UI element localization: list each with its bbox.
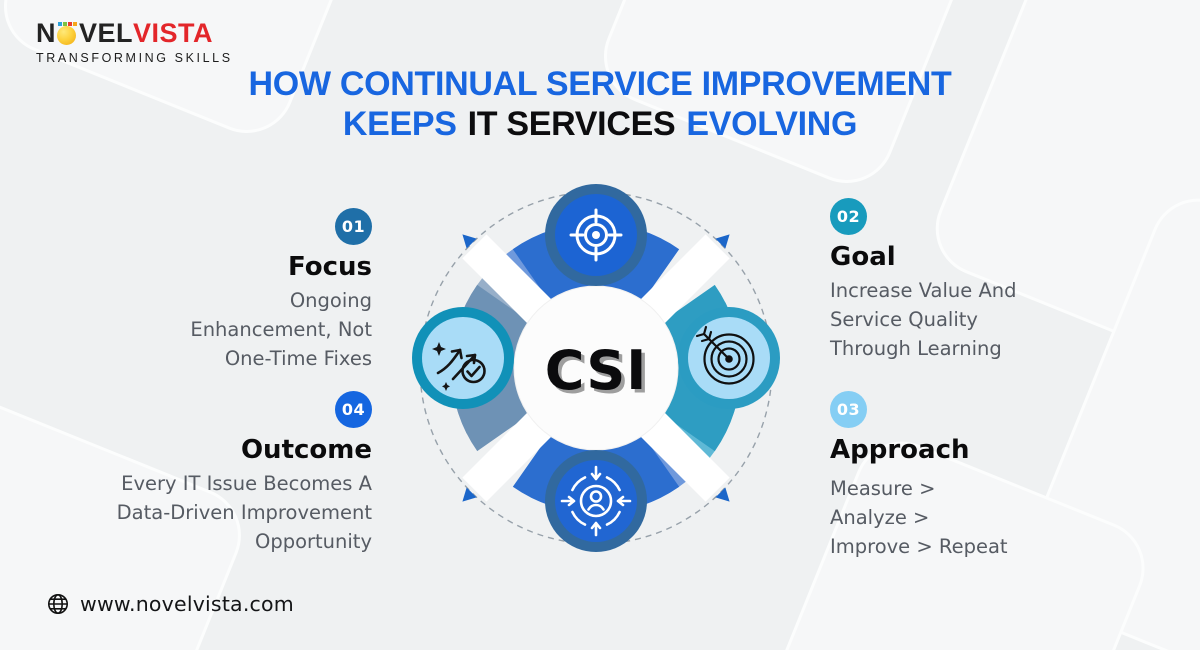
section-title: Approach bbox=[830, 435, 970, 465]
lightbulb-icon bbox=[57, 22, 78, 45]
rotation-arrow-icon bbox=[462, 487, 477, 502]
title-line1: HOW CONTINUAL SERVICE IMPROVEMENT bbox=[248, 65, 952, 103]
title-keeps: KEEPS bbox=[342, 105, 457, 143]
page-title: HOW CONTINUAL SERVICE IMPROVEMENT KEEPS I… bbox=[0, 64, 1200, 144]
logo-text-n: N bbox=[36, 18, 56, 48]
section-title: Outcome bbox=[240, 435, 372, 465]
satellite-left bbox=[412, 307, 514, 409]
satellite-right bbox=[678, 307, 780, 409]
rotation-arrow-icon bbox=[715, 234, 730, 249]
section-number-badge: 04 bbox=[335, 391, 372, 428]
logo-text-vel: VEL bbox=[79, 18, 134, 48]
customer-focus-icon bbox=[560, 465, 632, 537]
section-number-badge: 01 bbox=[335, 208, 372, 245]
dartboard-icon bbox=[695, 325, 755, 385]
website-url: www.novelvista.com bbox=[80, 592, 294, 616]
title-it-services: IT SERVICES bbox=[467, 105, 676, 143]
csi-label: CSI bbox=[545, 339, 648, 402]
section-title: Focus bbox=[288, 252, 372, 282]
section-approach: 03 Approach Measure >Analyze >Improve > … bbox=[830, 391, 1140, 561]
rotation-arrow-icon bbox=[462, 234, 477, 249]
satellite-top bbox=[545, 184, 647, 286]
satellite-bottom bbox=[545, 450, 647, 552]
section-number-badge: 03 bbox=[830, 391, 867, 428]
title-evolving: EVOLVING bbox=[686, 105, 858, 143]
logo-tagline: TRANSFORMING SKILLS bbox=[36, 51, 233, 65]
csi-label-shadow: CSI bbox=[548, 343, 651, 406]
rotation-arrow-icon bbox=[715, 487, 730, 502]
target-icon bbox=[569, 208, 623, 262]
globe-icon bbox=[48, 594, 68, 614]
logo-text-vista: VISTA bbox=[133, 18, 214, 48]
csi-cycle-diagram: CSI CSI bbox=[412, 184, 780, 552]
section-body: Measure >Analyze >Improve > Repeat bbox=[830, 476, 1008, 558]
section-title: Goal bbox=[830, 242, 896, 272]
footer: www.novelvista.com bbox=[46, 592, 294, 616]
section-number-badge: 02 bbox=[830, 198, 867, 235]
growth-arrows-icon bbox=[432, 342, 486, 391]
